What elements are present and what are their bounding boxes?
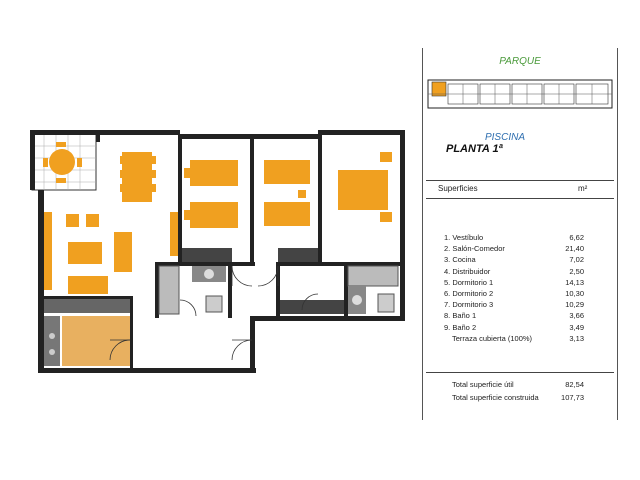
doors	[109, 265, 319, 361]
terrace	[31, 133, 97, 191]
room-name: 6. Dormitorio 2	[444, 288, 494, 298]
room-name: 4. Distribuidor	[444, 266, 491, 276]
total-area: 107,73	[561, 393, 584, 402]
bedroom-2-beds	[264, 160, 310, 226]
room-name: Terraza cubierta (100%)	[452, 333, 533, 343]
totals: Total superficie útil 82,54 Total superfi…	[452, 378, 584, 404]
total-row: Total superficie construida 107,73	[452, 391, 584, 404]
pool-label: PISCINA	[484, 132, 525, 143]
room-area: 3,13	[569, 333, 584, 343]
room-name: 2. Salón-Comedor	[444, 244, 505, 254]
walls	[30, 130, 405, 373]
floor-label: PLANTA 1ª	[446, 143, 503, 155]
room-area: 14,13	[565, 277, 584, 287]
room-name: 7. Dormitorio 3	[444, 300, 494, 310]
kitchen	[44, 299, 130, 366]
bedroom-1-beds	[184, 160, 238, 228]
room-area: 3,49	[569, 322, 584, 332]
room-row: 9. Baño 2 3,49	[444, 322, 584, 333]
unit-header: m²	[578, 184, 588, 193]
room-row: 1. Vestíbulo 6,62	[444, 232, 584, 243]
info-panel	[422, 48, 618, 420]
surfaces-header: Superficies	[438, 184, 478, 193]
terrace-table	[49, 149, 75, 175]
dining-set	[120, 152, 156, 202]
terrace-row: Terraza cubierta (100%) 3,13	[444, 333, 584, 344]
room-name: 9. Baño 2	[444, 322, 477, 332]
bathroom-1	[158, 265, 226, 315]
park-label: PARQUE	[499, 56, 541, 67]
divider	[426, 372, 614, 373]
living-furniture	[44, 212, 178, 294]
room-list: 1. Vestíbulo 6,62 2. Salón-Comedor 21,40 3…	[444, 232, 584, 344]
room-area: 2,50	[569, 266, 584, 276]
room-area: 10,29	[565, 300, 584, 310]
room-name: 8. Baño 1	[444, 311, 477, 321]
room-row: 7. Dormitorio 3 10,29	[444, 299, 584, 310]
room-row: 5. Dormitorio 1 14,13	[444, 277, 584, 288]
total-name: Total superficie útil	[452, 380, 514, 389]
total-area: 82,54	[565, 380, 584, 389]
room-name: 3. Cocina	[444, 255, 476, 265]
room-area: 21,40	[565, 244, 584, 254]
wardrobes	[182, 248, 344, 314]
room-name: 1. Vestíbulo	[444, 233, 484, 242]
divider	[426, 198, 614, 199]
room-area: 3,66	[569, 311, 584, 321]
room-row: 3. Cocina 7,02	[444, 254, 584, 265]
room-area: 6,62	[569, 233, 584, 242]
key-plan	[427, 79, 613, 109]
total-name: Total superficie construida	[452, 393, 539, 402]
floor-plan	[30, 130, 405, 373]
room-area: 10,30	[565, 288, 584, 298]
divider	[426, 180, 614, 181]
room-row: 8. Baño 1 3,66	[444, 310, 584, 321]
bedroom-3-bed	[338, 152, 392, 222]
total-row: Total superficie útil 82,54	[452, 378, 584, 391]
room-name: 5. Dormitorio 1	[444, 277, 494, 287]
room-row: 4. Distribuidor 2,50	[444, 266, 584, 277]
room-row: 2. Salón-Comedor 21,40	[444, 243, 584, 254]
room-area: 7,02	[569, 255, 584, 265]
bathroom-2	[347, 265, 399, 314]
room-row: 6. Dormitorio 2 10,30	[444, 288, 584, 299]
